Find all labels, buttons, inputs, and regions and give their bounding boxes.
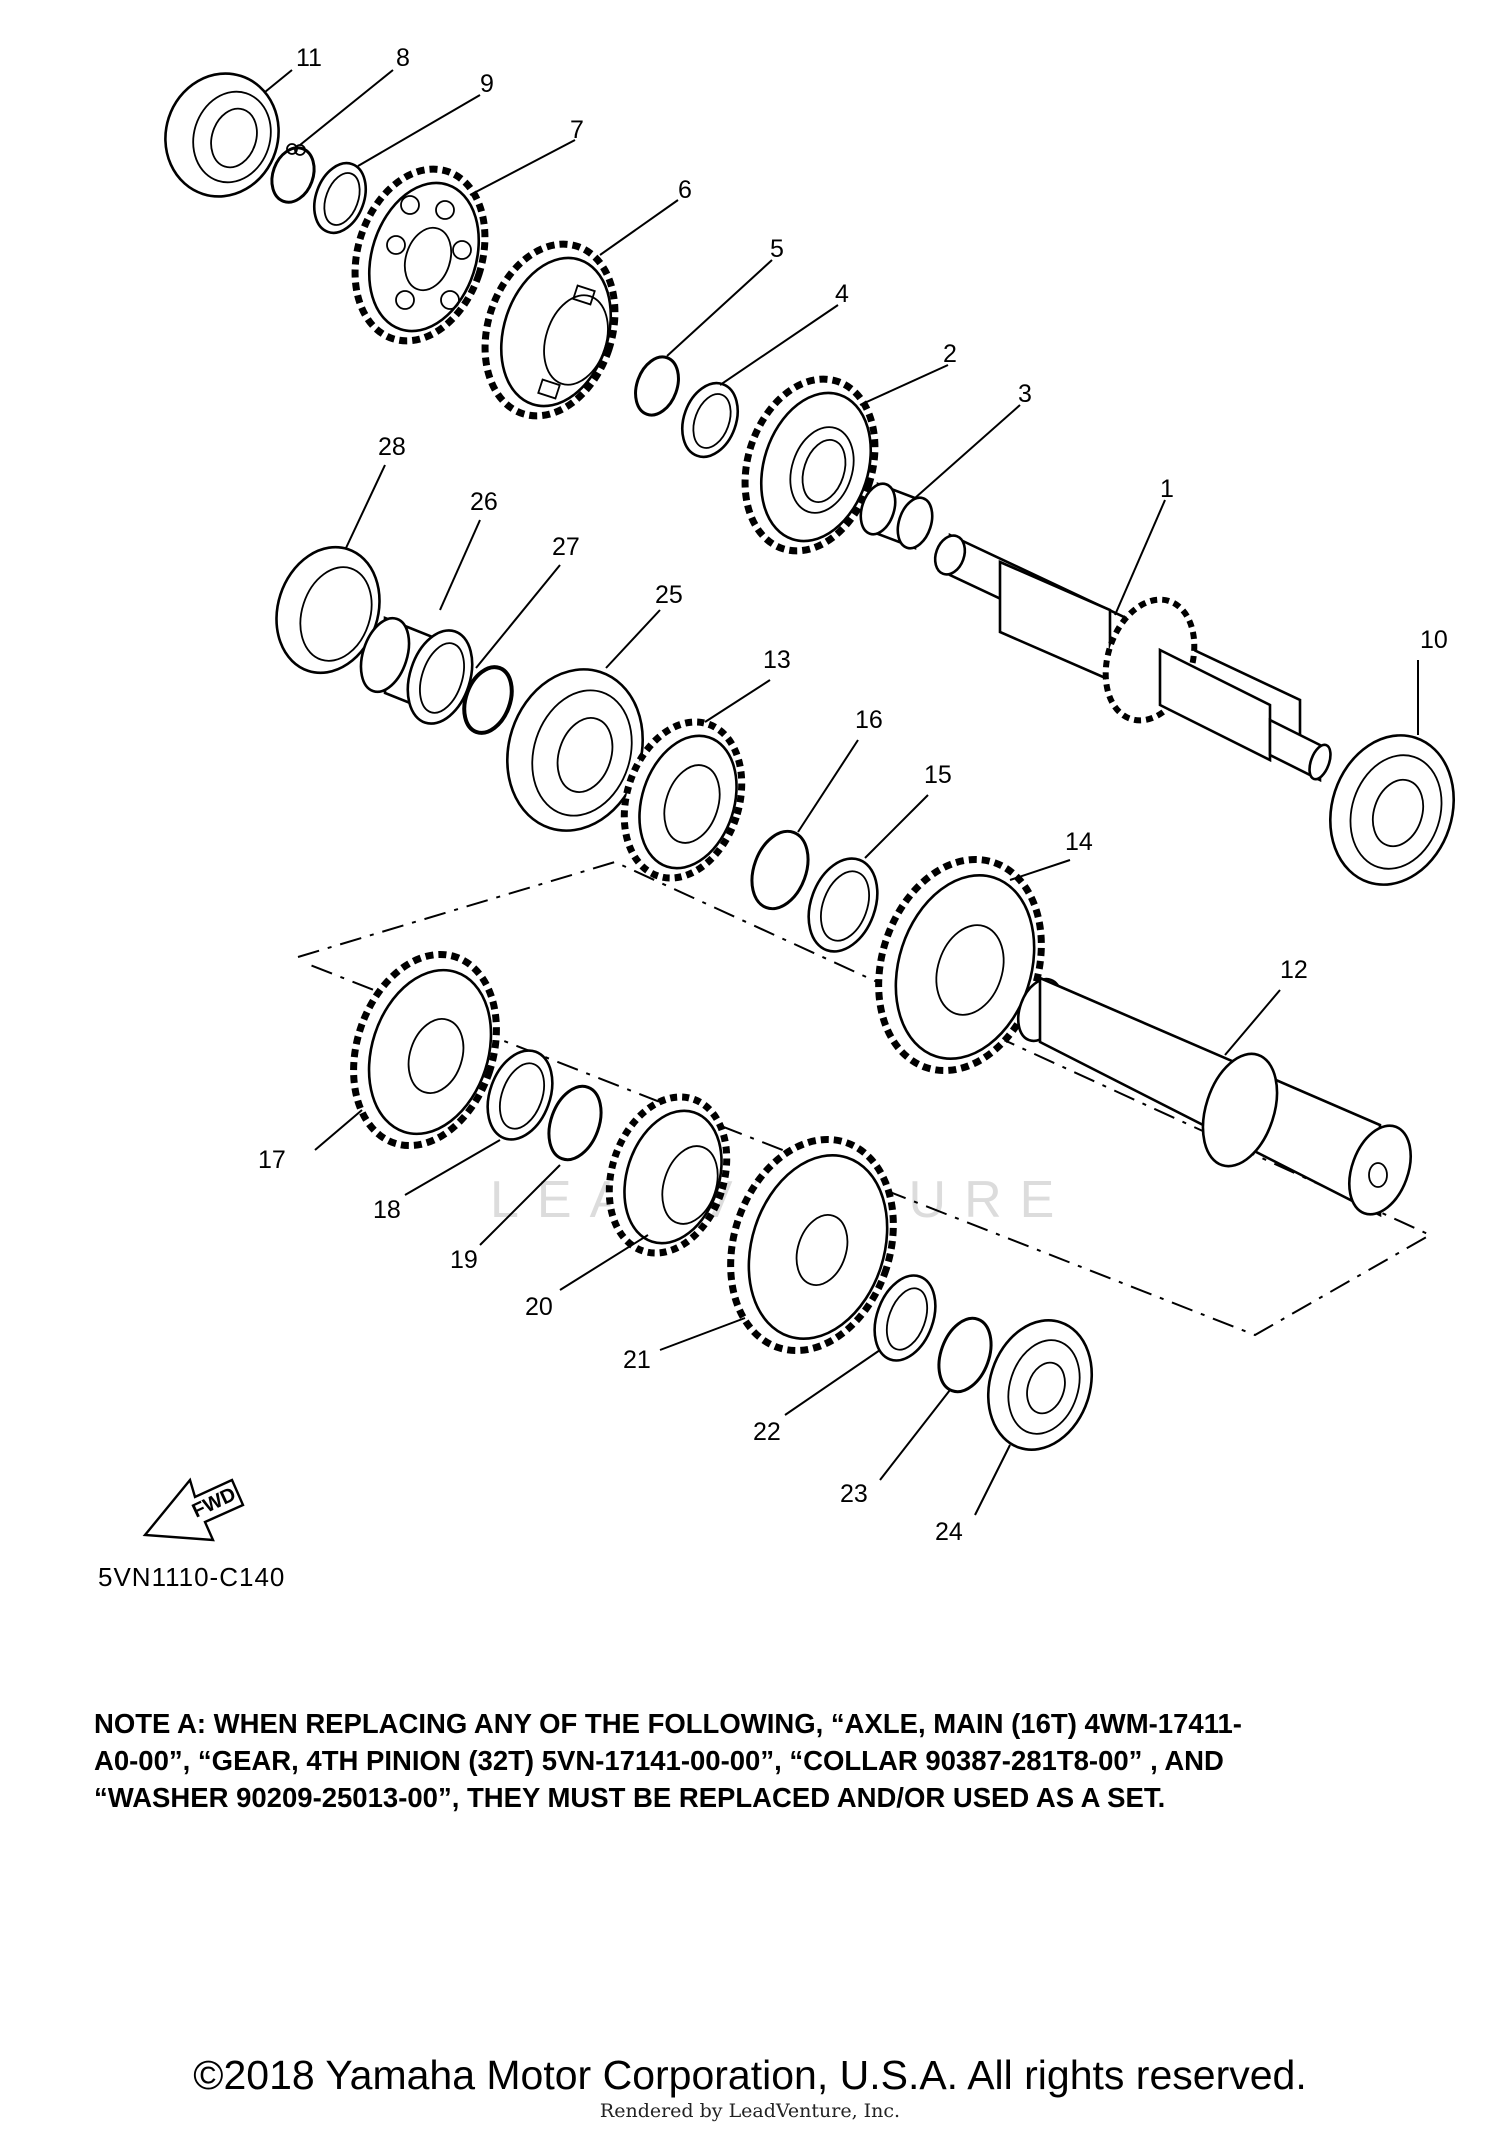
callout-14: 14 [1065,828,1093,856]
part-21-gear[interactable] [704,1118,919,1372]
callout-17: 17 [258,1146,286,1174]
callout-18: 18 [373,1196,401,1224]
callout-24: 24 [935,1518,963,1546]
callout-7: 7 [570,116,584,144]
part-7-gear[interactable] [334,152,506,358]
callout-16: 16 [855,706,883,734]
part-19-circlip[interactable] [539,1079,610,1167]
part-26-collar[interactable] [352,612,483,732]
part-27-o-ring[interactable] [456,661,521,740]
callout-6: 6 [678,176,692,204]
part-22-washer[interactable] [864,1267,947,1369]
callout-9: 9 [480,70,494,98]
part-9-washer[interactable] [305,156,375,240]
callout-8: 8 [396,44,410,72]
part-23-circlip[interactable] [929,1311,1000,1399]
part-5-circlip[interactable] [628,351,686,421]
part-11-bearing[interactable] [150,59,295,212]
part-10-bearing[interactable] [1311,719,1472,901]
part-3-collar[interactable] [855,479,939,552]
note-line-1: NOTE A: WHEN REPLACING ANY OF THE FOLLOW… [94,1708,1242,1739]
part-18-washer[interactable] [476,1042,564,1149]
callout-23: 23 [840,1480,868,1508]
callout-15: 15 [924,761,952,789]
callout-22: 22 [753,1418,781,1446]
callout-19: 19 [450,1246,478,1274]
callout-26: 26 [470,488,498,516]
part-14-gear[interactable] [852,838,1067,1092]
part-2-gear[interactable] [724,362,896,568]
parts-diagram: FWD 11 8 9 7 6 5 [142,44,1472,1546]
part-24-bearing[interactable] [972,1307,1108,1463]
note-line-3: “WASHER 90209-25013-00”, THEY MUST BE RE… [94,1782,1166,1813]
note-a-text: NOTE A: WHEN REPLACING ANY OF THE FOLLOW… [94,1705,1424,1816]
part-1-main-axle[interactable] [930,531,1335,783]
diagram-code: 5VN1110-C140 [98,1562,286,1592]
callout-4: 4 [835,280,849,308]
callout-25: 25 [655,581,683,609]
part-17-gear[interactable] [330,936,520,1164]
callout-20: 20 [525,1293,553,1321]
callout-2: 2 [943,340,957,368]
callout-1: 1 [1160,475,1174,503]
part-15-washer[interactable] [797,849,890,961]
callout-28: 28 [378,433,406,461]
note-a-boundary [297,860,1433,1337]
part-28-oil-seal[interactable] [261,534,396,687]
fwd-arrow-icon: FWD [142,1477,245,1542]
part-12-drive-axle[interactable] [1010,973,1422,1223]
callout-12: 12 [1280,956,1308,984]
callout-11: 11 [296,44,322,72]
callout-5: 5 [770,235,784,263]
callout-27: 27 [552,533,580,561]
callout-labels: 11 8 9 7 6 5 4 2 3 1 10 28 26 27 25 13 1… [258,44,1448,1546]
copyright-notice: ©2018 Yamaha Motor Corporation, U.S.A. A… [193,2052,1307,2098]
part-6-gear[interactable] [464,227,636,433]
part-16-circlip[interactable] [742,824,818,917]
part-4-washer[interactable] [673,375,748,464]
rendered-by-text: Rendered by LeadVenture, Inc. [599,2100,901,2122]
part-20-gear[interactable] [590,1082,746,1269]
note-line-2: A0-00”, “GEAR, 4TH PINION (32T) 5VN-1714… [94,1745,1224,1776]
part-13-gear[interactable] [605,707,761,894]
callout-21: 21 [623,1346,651,1374]
callout-3: 3 [1018,380,1032,408]
callout-13: 13 [763,646,791,674]
leader-lines [264,69,1419,1516]
callout-10: 10 [1420,626,1448,654]
